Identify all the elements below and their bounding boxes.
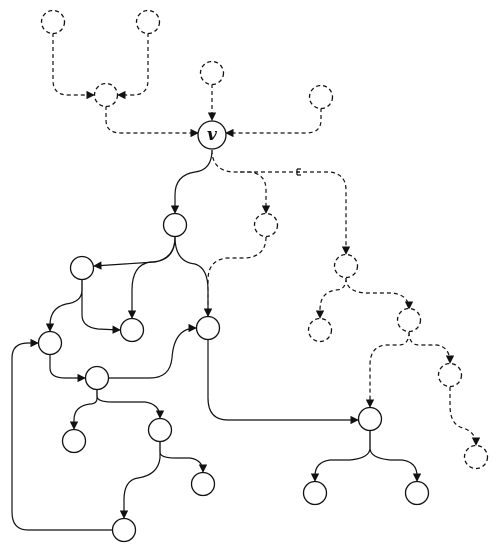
branch-mark	[296, 168, 301, 176]
dashed-node-n11	[437, 362, 463, 388]
edge-15	[93, 236, 176, 270]
dashed-node-n10	[396, 307, 422, 333]
dashed-node-n4	[199, 60, 225, 86]
edge-25	[159, 442, 208, 473]
dashed-edge-13	[449, 387, 481, 446]
edge-20	[207, 340, 359, 425]
node-a2	[69, 255, 95, 281]
node-a6	[84, 365, 110, 391]
node-a9	[190, 471, 216, 497]
dashed-node-n12	[463, 444, 489, 470]
node-a8	[61, 428, 87, 454]
node-a12	[302, 480, 328, 506]
node-a10	[111, 517, 137, 543]
node-a11	[357, 406, 383, 432]
dashed-edge-11	[365, 331, 410, 408]
node-a1	[162, 212, 188, 238]
dashed-edge-3	[105, 106, 199, 138]
dashed-node-n8	[333, 253, 359, 279]
edge-18	[81, 280, 121, 334]
edge-19	[45, 280, 83, 332]
node-a4	[195, 315, 221, 341]
edge-17	[174, 236, 213, 317]
node-a13	[404, 480, 430, 506]
node-a3	[119, 317, 145, 343]
edge-24	[96, 390, 165, 419]
edge-22	[109, 323, 197, 379]
edge-14	[170, 149, 213, 214]
node-a7	[147, 417, 173, 443]
dashed-node-n2	[135, 9, 161, 35]
edge-21	[49, 355, 86, 383]
dashed-edge-10	[345, 277, 414, 310]
dashed-node-n9	[307, 317, 333, 343]
dashed-edge-7	[240, 171, 351, 255]
dashed-edge-5	[225, 108, 322, 138]
dashed-edge-2	[117, 33, 149, 100]
dashed-edge-9	[315, 277, 347, 319]
dashed-edge-6	[211, 149, 271, 214]
edge-26	[119, 442, 161, 519]
edge-16	[127, 236, 176, 319]
center-node-label: v	[207, 125, 218, 145]
edge-27	[11, 338, 112, 531]
edge-23	[69, 390, 98, 430]
edges-group	[11, 33, 481, 531]
dashed-node-n1	[40, 9, 66, 35]
dashed-edge-12	[408, 331, 455, 364]
dashed-node-n7	[253, 212, 279, 238]
dashed-node-n3	[93, 82, 119, 108]
edge-29	[369, 431, 422, 482]
dashed-node-n5	[308, 84, 334, 110]
center-node	[197, 120, 227, 150]
edge-28	[310, 431, 371, 482]
node-a5	[37, 330, 63, 356]
dashed-edge-8	[203, 236, 267, 317]
nodes-group	[37, 9, 489, 543]
dashed-edge-1	[52, 33, 95, 100]
